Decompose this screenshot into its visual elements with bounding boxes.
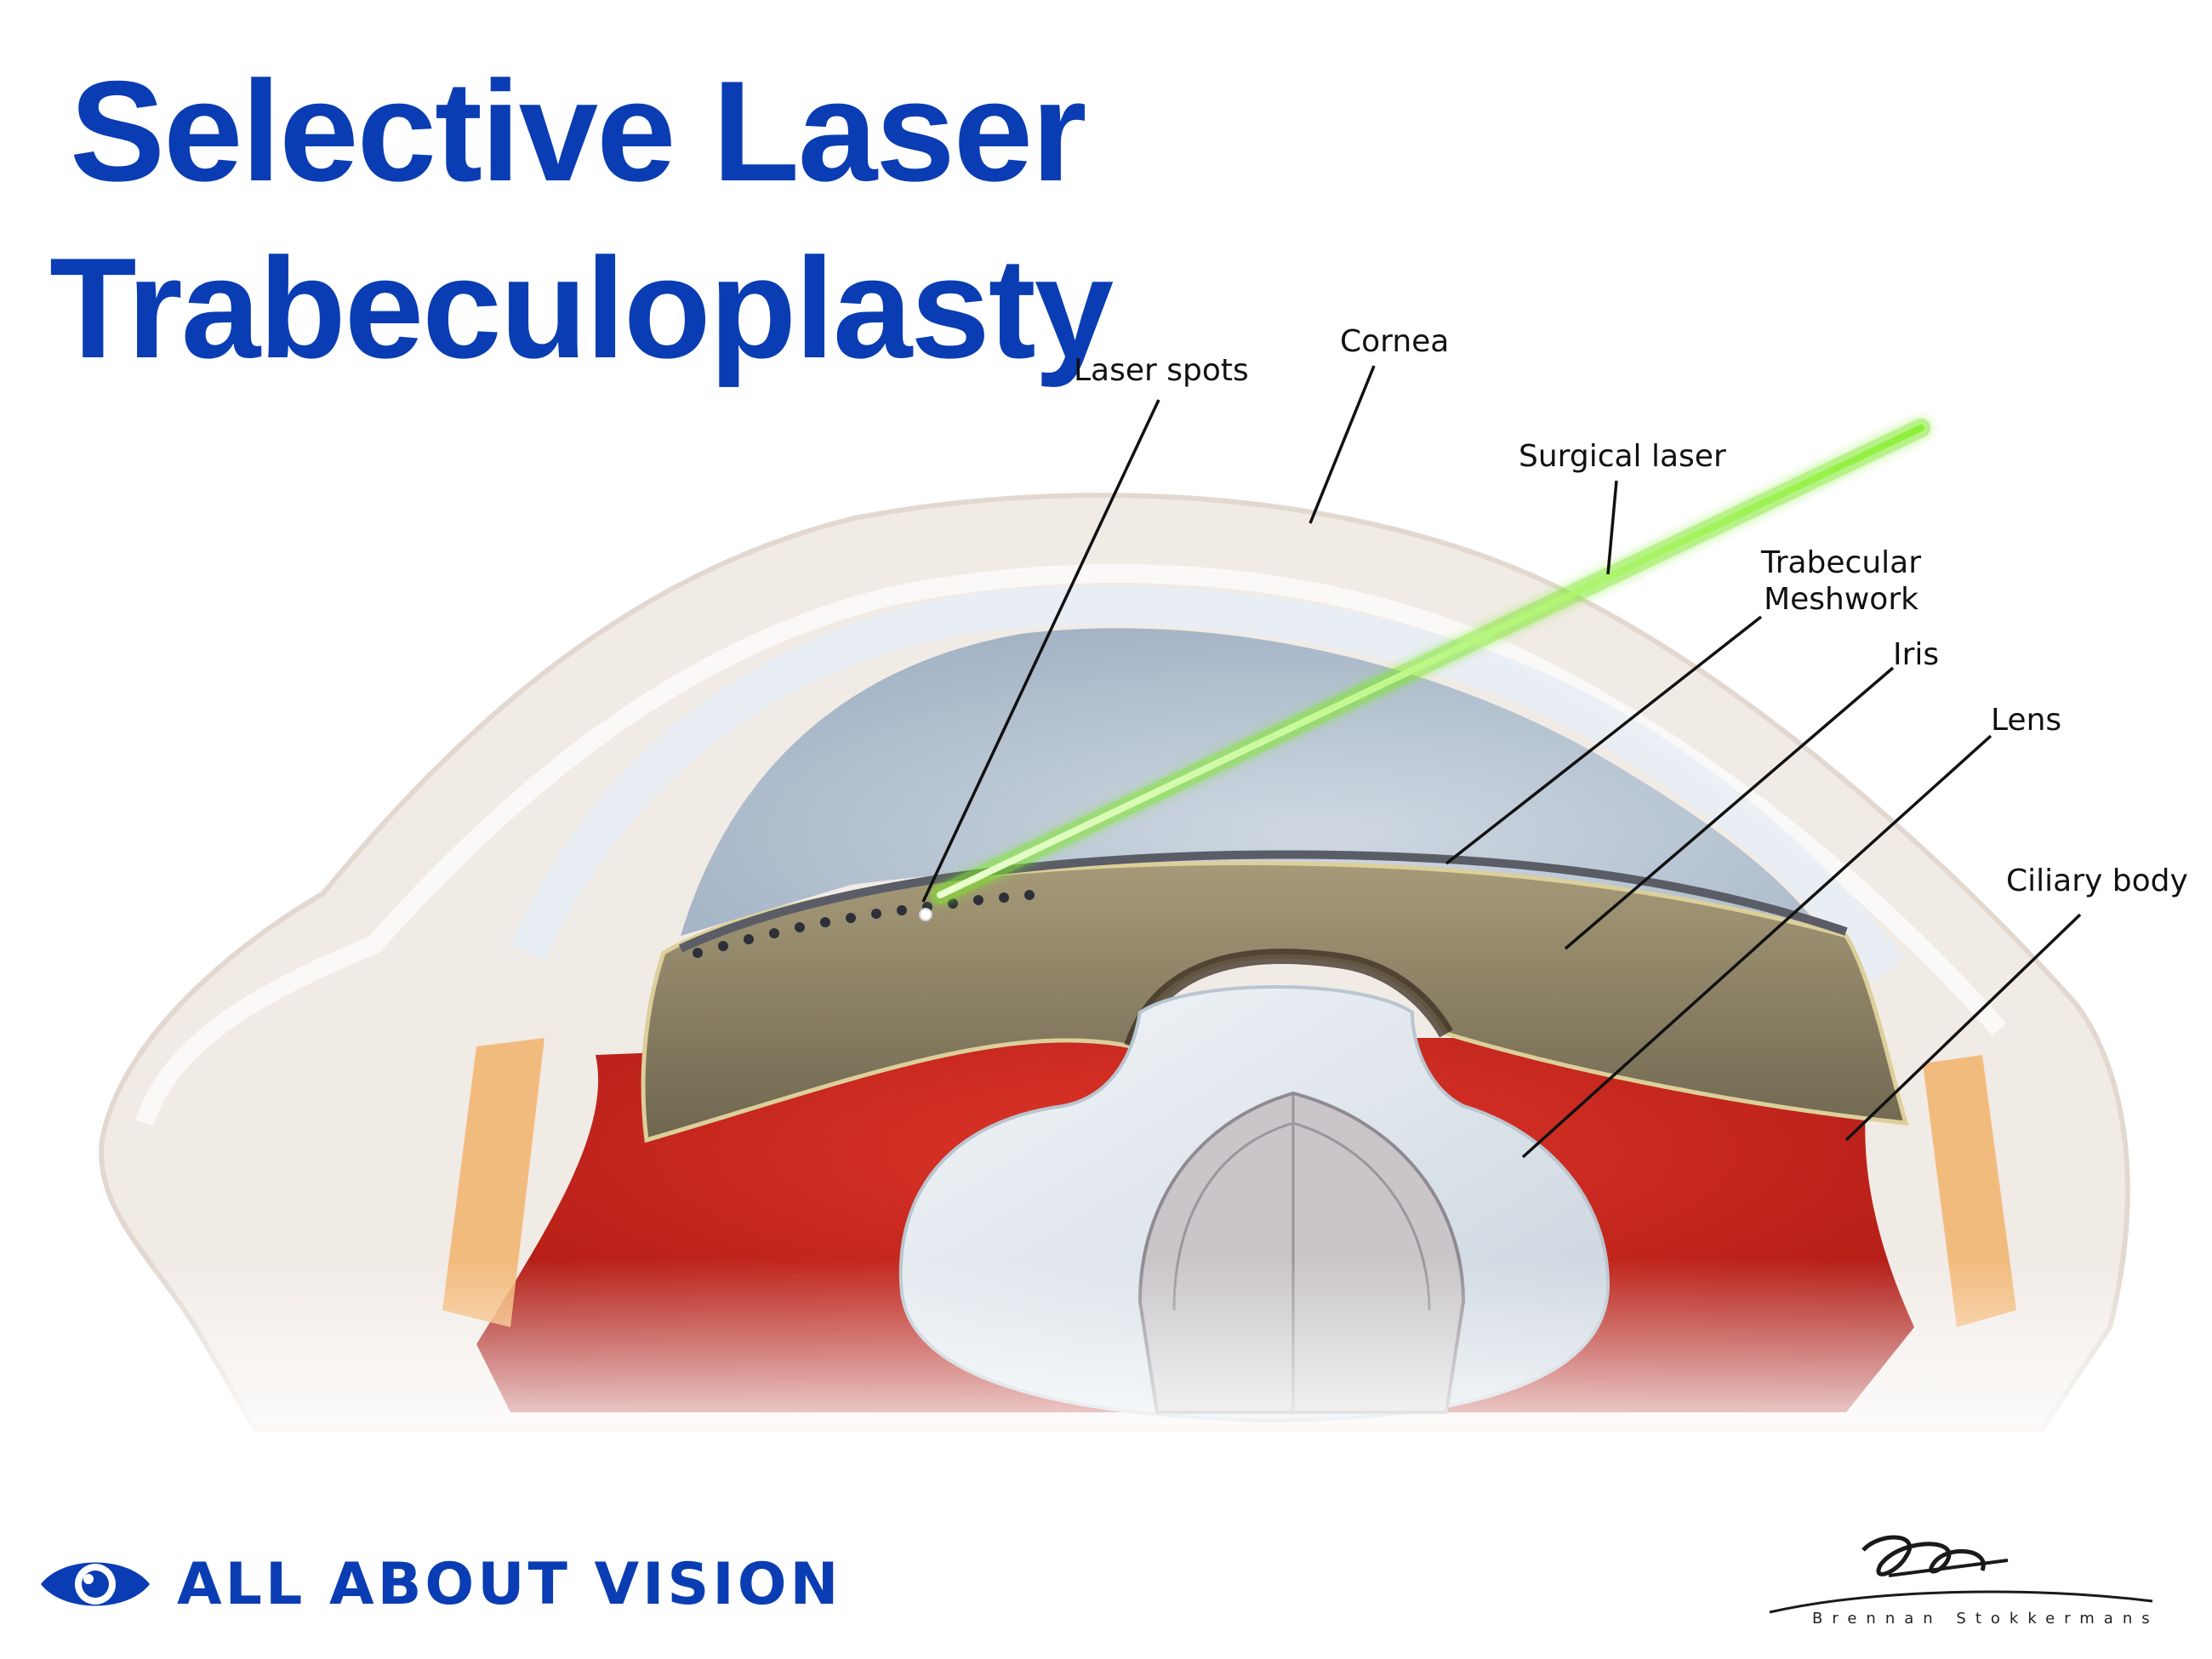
brand-name: ALL ABOUT VISION <box>177 1550 842 1618</box>
label-laser-spots: Laser spots <box>1074 353 1249 388</box>
label-iris: Iris <box>1893 637 1940 672</box>
label-ciliary-body: Ciliary body <box>2006 864 2188 898</box>
page-title-line2: Trabeculoplasty <box>49 228 1114 388</box>
brand-logo: ALL ABOUT VISION <box>37 1550 841 1618</box>
cornea-shape <box>510 585 1905 983</box>
label-cornea: Cornea <box>1340 324 1450 359</box>
label-trabecular-line1: Trabecular <box>1761 545 1922 580</box>
page-title-line1: Selective Laser <box>70 51 1086 211</box>
label-trabecular-line2: Meshwork <box>1764 582 1918 618</box>
leader-lines <box>921 365 2082 1159</box>
label-trabecular-meshwork: Trabecular Meshwork <box>1761 544 1921 618</box>
iris-shape <box>641 860 1909 1143</box>
trabecular-meshwork-shape <box>678 850 1848 953</box>
signature-name: Brennan Stokkermans <box>1812 1610 2159 1628</box>
signature-mark <box>1769 1535 2153 1614</box>
label-surgical-laser: Surgical laser <box>1519 439 1726 474</box>
label-lens: Lens <box>1991 703 2062 738</box>
eye-logo-icon <box>41 1562 150 1606</box>
